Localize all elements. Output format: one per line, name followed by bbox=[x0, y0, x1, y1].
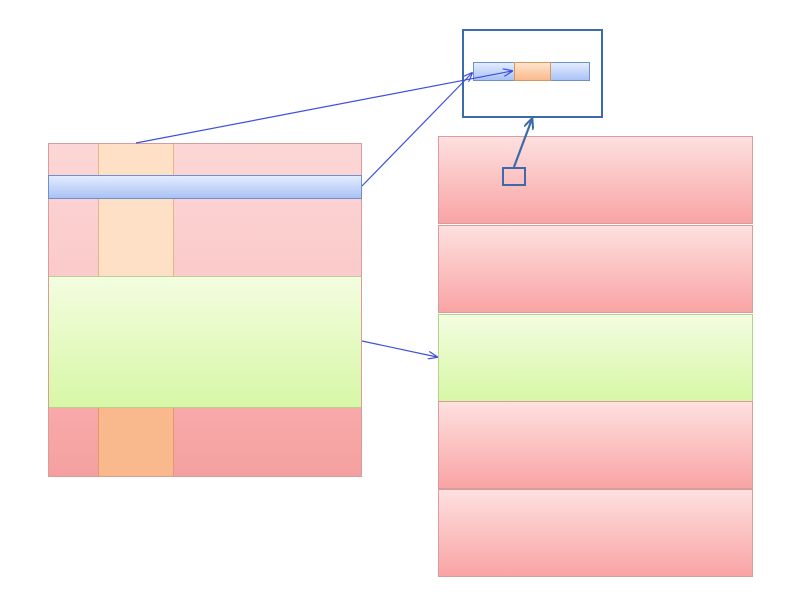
right-block-4 bbox=[438, 401, 753, 489]
connector-top-edge-line bbox=[135, 71, 512, 144]
left-matrix bbox=[48, 143, 362, 477]
right-block-green bbox=[438, 314, 753, 402]
left-column-top bbox=[98, 144, 174, 276]
connector-green-band-arrow bbox=[361, 340, 437, 357]
right-block-5 bbox=[438, 489, 753, 577]
left-green-band bbox=[49, 276, 361, 408]
left-column-bottom bbox=[98, 408, 174, 476]
right-block-1 bbox=[438, 136, 753, 224]
small-marker bbox=[502, 167, 526, 186]
right-block-2 bbox=[438, 225, 753, 313]
connector-marker-arrow bbox=[512, 119, 532, 168]
zoom-row-orange-segment bbox=[514, 62, 551, 81]
left-highlight-row bbox=[48, 175, 362, 199]
connector-highlight-row-arrow bbox=[361, 73, 472, 187]
